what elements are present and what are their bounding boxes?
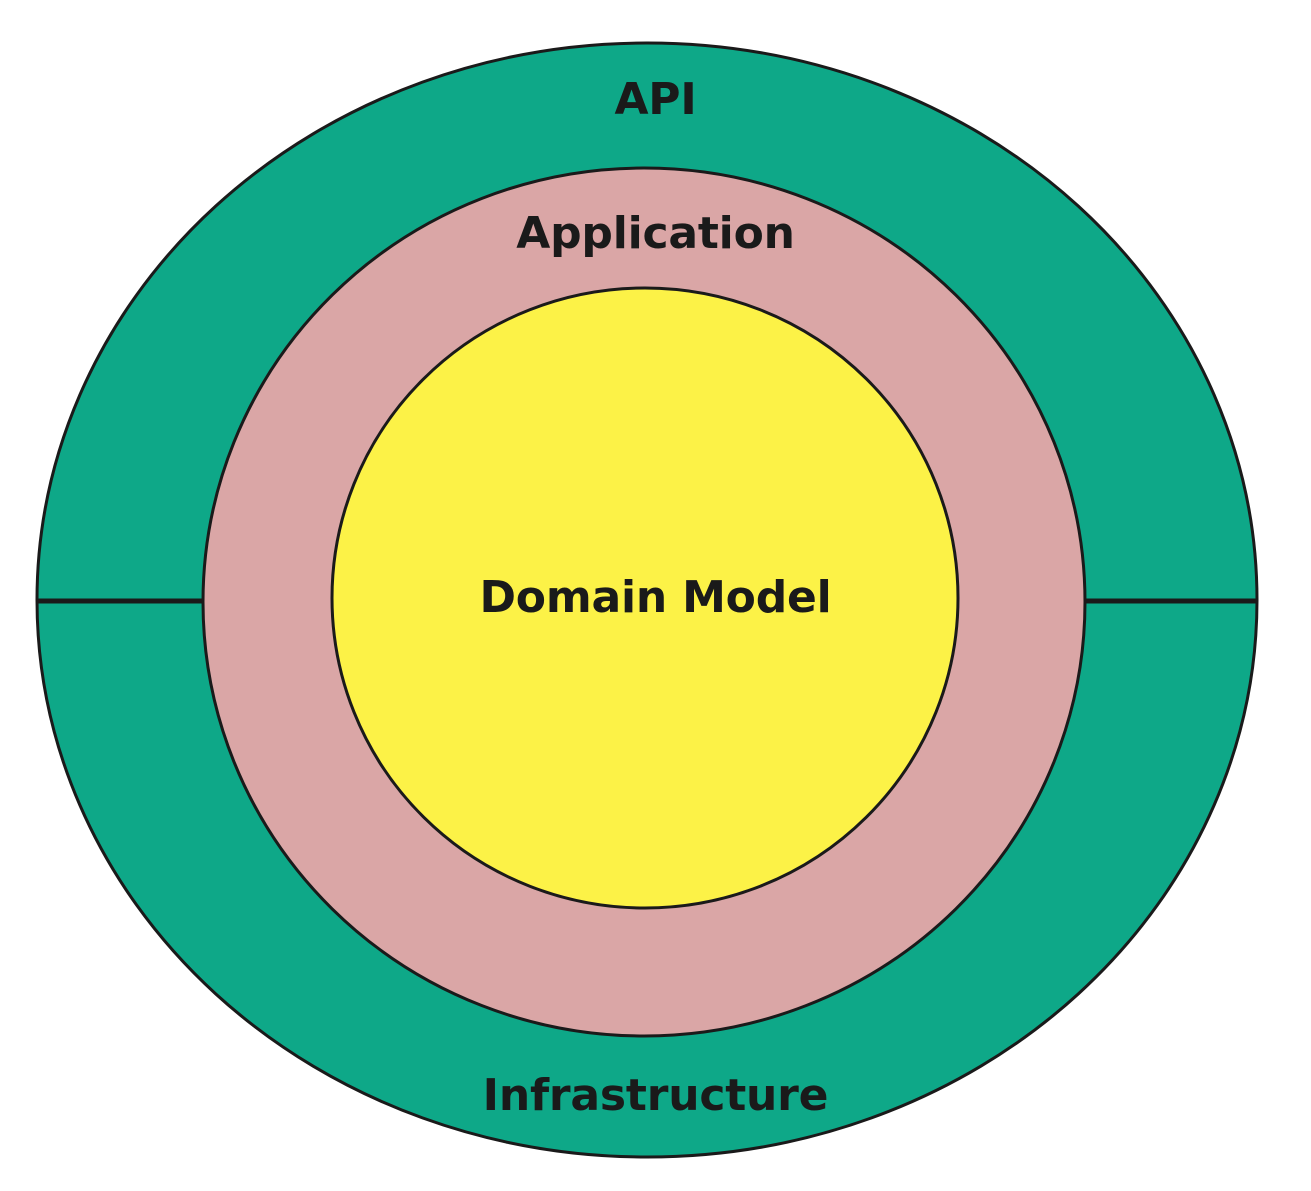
label-domain-model: Domain Model	[479, 572, 832, 623]
ring-domain-model[interactable]	[330, 286, 960, 910]
label-api: API	[614, 74, 697, 125]
label-application: Application	[516, 208, 795, 259]
label-infrastructure: Infrastructure	[482, 1070, 829, 1121]
